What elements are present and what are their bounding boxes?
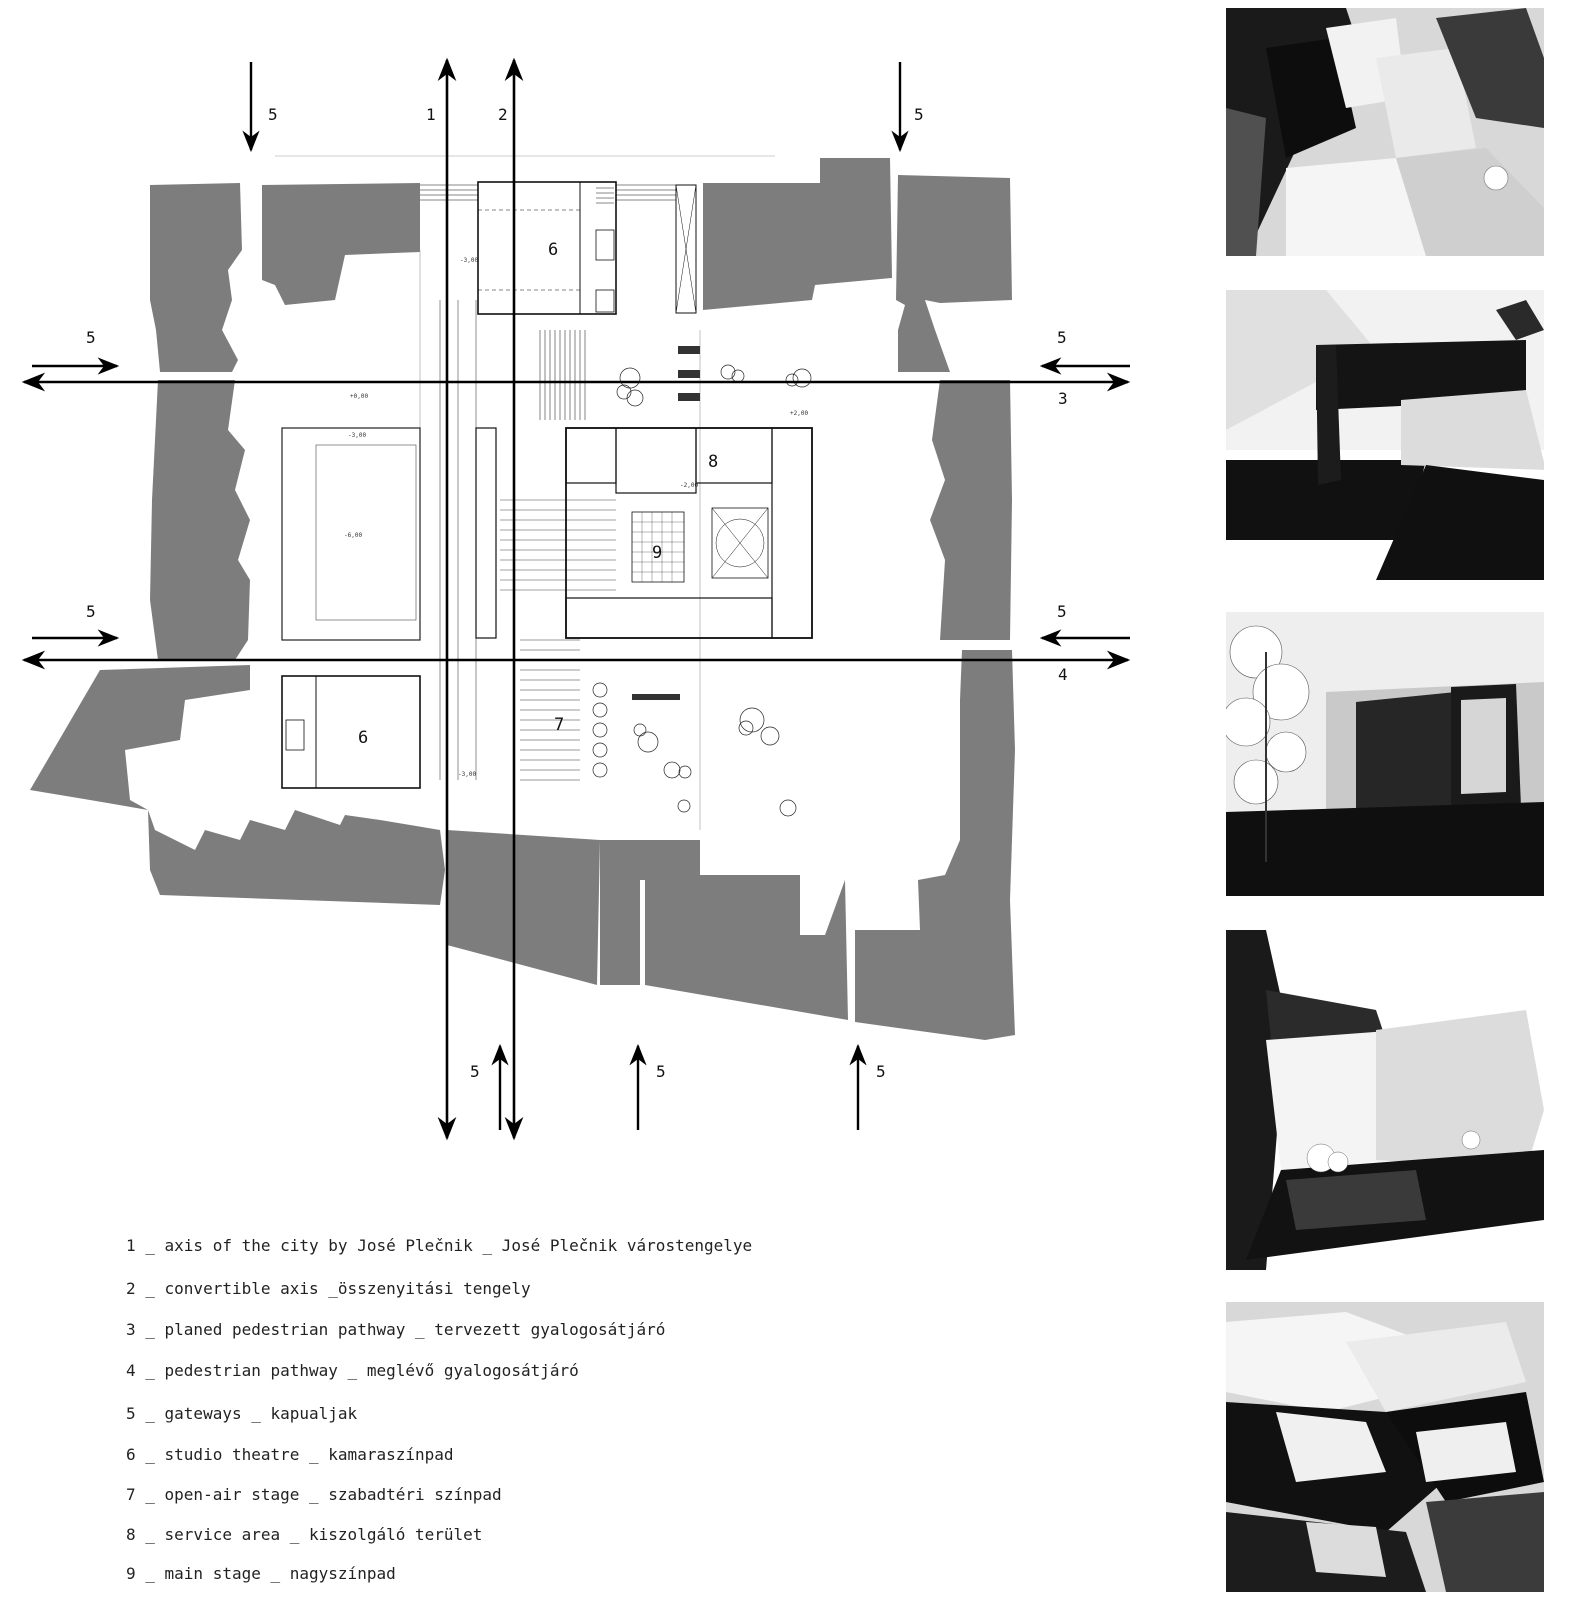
legend-item-1: 1 _ axis of the city by José Plečnik _ J… bbox=[126, 1236, 753, 1255]
main-stage-complex bbox=[475, 427, 813, 639]
render-courtyard-frame bbox=[1226, 290, 1544, 580]
svg-text:5: 5 bbox=[876, 1062, 886, 1081]
svg-text:-2,00: -2,00 bbox=[680, 482, 698, 489]
legend-item-4: 4 _ pedestrian pathway _ meglévő gyalogo… bbox=[126, 1361, 579, 1380]
svg-text:5: 5 bbox=[656, 1062, 666, 1081]
legend-item-2: 2 _ convertible axis _összenyitási tenge… bbox=[126, 1279, 531, 1298]
axes bbox=[21, 57, 1131, 1141]
svg-text:5: 5 bbox=[268, 105, 278, 124]
open-air-stage bbox=[520, 639, 580, 781]
room-label-open-air-stage: 7 bbox=[554, 715, 564, 735]
room-label-service-area: 8 bbox=[708, 452, 718, 472]
level-marks: -3,00 +0,00 -3,00 -2,00 +2,00 -6,00 -3,0… bbox=[344, 257, 808, 778]
room-label-studio-theatre-bottom: 6 bbox=[358, 728, 368, 748]
legend-item-6: 6 _ studio theatre _ kamaraszínpad bbox=[126, 1445, 454, 1464]
axis-label-4: 4 bbox=[1058, 665, 1068, 684]
axis-label-3: 3 bbox=[1058, 389, 1068, 408]
terrace-steps bbox=[539, 330, 586, 420]
benches bbox=[632, 346, 700, 700]
axis-label-2: 2 bbox=[498, 105, 508, 124]
legend-item-8: 8 _ service area _ kiszolgáló terület bbox=[126, 1525, 483, 1544]
studio-theatre-bottom bbox=[281, 675, 421, 789]
svg-text:5: 5 bbox=[1057, 602, 1067, 621]
render-courtyard-tree bbox=[1226, 612, 1544, 896]
render-courtyard-through-frame bbox=[1226, 930, 1544, 1270]
gateway-labels: 5 5 5 5 5 5 5 5 5 bbox=[86, 105, 1067, 1081]
svg-text:5: 5 bbox=[914, 105, 924, 124]
legend-item-5: 5 _ gateways _ kapualjak bbox=[126, 1404, 358, 1423]
render-aerial-south bbox=[1226, 1302, 1544, 1592]
render-aerial-north bbox=[1226, 8, 1544, 256]
svg-text:5: 5 bbox=[86, 602, 96, 621]
axis-label-1: 1 bbox=[426, 105, 436, 124]
svg-text:5: 5 bbox=[470, 1062, 480, 1081]
svg-text:5: 5 bbox=[86, 328, 96, 347]
room-label-studio-theatre-top: 6 bbox=[548, 240, 558, 260]
svg-text:+0,00: +0,00 bbox=[350, 393, 368, 400]
legend-item-3: 3 _ planed pedestrian pathway _ tervezet… bbox=[126, 1320, 666, 1339]
gateway-arrows bbox=[32, 62, 1130, 1130]
svg-text:5: 5 bbox=[1057, 328, 1067, 347]
courtyard-outline bbox=[275, 155, 775, 830]
svg-text:-3,00: -3,00 bbox=[460, 257, 478, 264]
surrounding-buildings bbox=[30, 158, 1015, 1040]
legend-item-7: 7 _ open-air stage _ szabadtéri színpad bbox=[126, 1485, 502, 1504]
svg-text:+2,00: +2,00 bbox=[790, 410, 808, 417]
courtyard-trees bbox=[592, 364, 812, 817]
svg-text:-3,00: -3,00 bbox=[458, 771, 476, 778]
legend-item-9: 9 _ main stage _ nagyszínpad bbox=[126, 1564, 396, 1583]
room-label-main-stage: 9 bbox=[652, 543, 662, 563]
svg-text:-3,00: -3,00 bbox=[348, 432, 366, 439]
svg-text:-6,00: -6,00 bbox=[344, 532, 362, 539]
site-plan: -3,00 +0,00 -3,00 -2,00 +2,00 -6,00 -3,0… bbox=[21, 57, 1131, 1141]
